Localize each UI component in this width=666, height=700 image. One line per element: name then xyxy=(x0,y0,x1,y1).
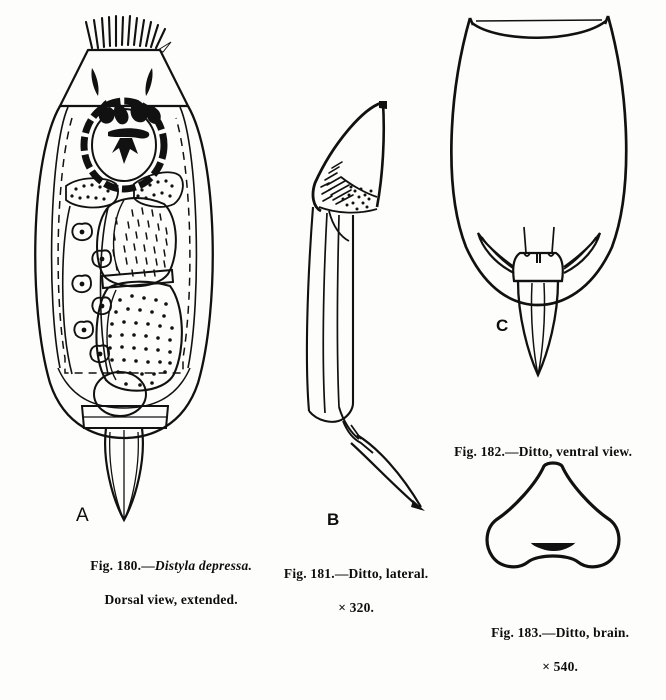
lateral-spur-right xyxy=(563,232,602,274)
intestine-outline xyxy=(95,280,183,392)
corona-hatching xyxy=(320,161,354,205)
right-antenna-fleck xyxy=(145,68,153,96)
corona-lobe xyxy=(340,176,378,198)
anterior-margin xyxy=(471,19,607,40)
figure-c-ventral-view xyxy=(450,15,628,378)
lorica-side-left-inner xyxy=(322,212,328,414)
caption-fig-183: Fig. 183.—Ditto, brain. × 540. xyxy=(448,608,658,692)
caption-fig-183-line1: Fig. 183.—Ditto, brain. xyxy=(491,624,630,640)
toe-lateral-tip xyxy=(411,500,425,511)
panel-letter-a: A xyxy=(76,505,90,526)
foot-joint xyxy=(80,405,170,429)
caption-fig-180-species: Distyla depressa. xyxy=(154,557,253,573)
intestine-stipple xyxy=(108,294,174,387)
brain-eyespot-body xyxy=(531,543,575,550)
panel-letter-b: B xyxy=(327,510,340,529)
caption-fig-180-prefix: Fig. 180.— xyxy=(90,557,155,573)
panel-letter-c: C xyxy=(496,316,509,335)
foot-lateral xyxy=(308,402,355,423)
mastax-ring-outer xyxy=(80,97,168,193)
figure-b-lateral-view xyxy=(305,101,425,511)
lorica-side-left xyxy=(305,206,315,412)
caption-fig-182-line1: Fig. 182.—Ditto, ventral view. xyxy=(454,443,633,459)
stomach-hatching xyxy=(112,207,168,277)
gastric-gland-right xyxy=(133,171,184,208)
caption-fig-180: Fig. 180.—Distyla depressa. Dorsal view,… xyxy=(14,541,314,625)
figure-183-brain xyxy=(485,461,621,569)
head-plate-outline xyxy=(58,48,190,108)
gland-stipple xyxy=(70,179,174,201)
lateral-spur-left-inner xyxy=(481,236,515,270)
lorica-apex-notch xyxy=(379,101,387,109)
caption-fig-182: Fig. 182.—Ditto, ventral view. xyxy=(420,427,652,478)
lorica-ventral-outline xyxy=(450,15,628,307)
toe-lateral-upper xyxy=(356,434,422,508)
toe-ventral-mid-right xyxy=(537,282,546,376)
lorica-inner-right xyxy=(179,106,198,369)
toe-left-edge xyxy=(109,431,125,521)
seta-left xyxy=(523,226,527,254)
figure-a-dorsal-view xyxy=(34,14,214,523)
caption-fig-181-line1: Fig. 181.—Ditto, lateral. xyxy=(283,565,429,581)
trophi-jaws xyxy=(98,100,161,164)
caption-fig-180-line2: Dorsal view, extended. xyxy=(104,591,238,607)
lorica-lateral-right xyxy=(375,102,386,208)
gut-constriction-band xyxy=(100,268,175,290)
toe-lateral-lower xyxy=(350,442,422,510)
caption-fig-183-line2: × 540. xyxy=(542,658,579,674)
lorica-side-mid xyxy=(336,214,340,408)
anterior-margin-inner xyxy=(475,19,603,22)
corona-inner-curve xyxy=(328,210,350,242)
gastric-gland-left xyxy=(65,177,119,209)
left-antenna-fleck xyxy=(91,68,99,96)
body-wall-left xyxy=(57,367,191,409)
bladder xyxy=(93,371,147,417)
brain-outline xyxy=(485,461,621,569)
foot-plate-notch-left xyxy=(523,252,531,257)
vitellarium-nuclei xyxy=(71,222,112,364)
toe-ventral-mid-left xyxy=(530,282,539,376)
foot-plate-notch-right xyxy=(547,252,555,257)
brain-eyespot xyxy=(530,542,576,551)
foot-joint-lateral xyxy=(338,406,360,440)
stomach-outline xyxy=(96,197,177,288)
lorica-lateral-outline xyxy=(311,101,382,213)
ovary-envelope xyxy=(61,205,73,375)
toe-ventral-outline xyxy=(516,280,560,378)
corona-stipple xyxy=(341,185,373,211)
toe-right-edge xyxy=(123,431,139,521)
stomach-inner-fold xyxy=(112,199,125,275)
seta-right xyxy=(551,226,555,254)
lateral-spur-right-inner xyxy=(563,236,597,270)
corona-cilia-icon xyxy=(84,14,167,50)
foot-plate-notch-center xyxy=(536,253,541,263)
foot-segment-lateral xyxy=(342,420,374,454)
ovary-envelope-inner xyxy=(99,207,109,375)
corona-band-edge xyxy=(318,206,378,214)
caption-fig-181: Fig. 181.—Ditto, lateral. × 320. xyxy=(266,549,432,633)
lorica-inner-left xyxy=(50,106,69,369)
caption-fig-181-line2: × 320. xyxy=(338,599,375,615)
lateral-spur-left xyxy=(476,232,515,274)
